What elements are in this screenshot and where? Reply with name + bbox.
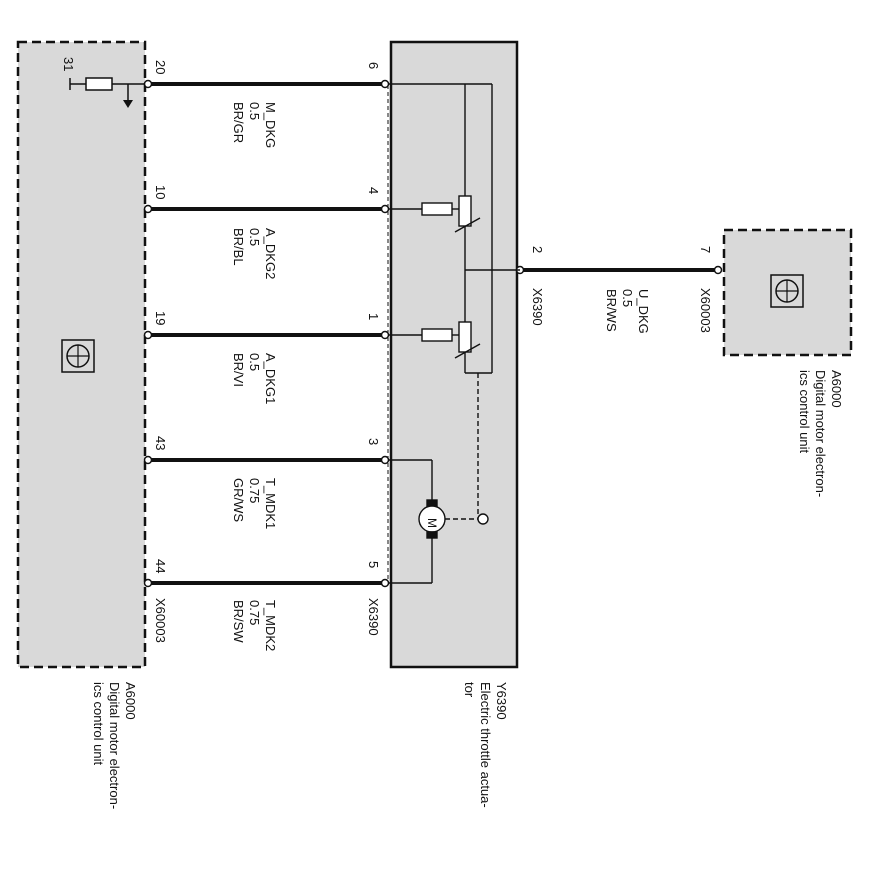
wire-color: GR/WS: [231, 478, 246, 522]
ecu-pin-label: 10: [153, 185, 168, 199]
actuator-pin-label: 3: [366, 438, 381, 445]
wire-color: BR/VI: [231, 353, 246, 387]
actuator-desc: Electric throttle actua-: [478, 682, 493, 808]
wire-name: T_MDK2: [263, 600, 278, 651]
wire-m-dkg: [143, 79, 390, 89]
wire-size: 0.5: [247, 102, 262, 120]
connector-label: X60003: [698, 288, 713, 333]
wire-color: BR/SW: [231, 600, 246, 643]
wire-a-dkg2: [143, 204, 390, 214]
wire-name: A_DKG2: [263, 228, 278, 279]
actuator-pin-label: 5: [366, 561, 381, 568]
wire-size: 0.5: [247, 353, 262, 371]
wire-name: T_MDK1: [263, 478, 278, 529]
ecu-logo-icon: [61, 339, 95, 373]
ecu-pin-label: 44: [153, 559, 168, 573]
ecu-pin-label: 43: [153, 436, 168, 450]
wire-color: BR/GR: [231, 102, 246, 143]
ecu-right-desc: Digital motor electron-: [813, 370, 828, 497]
ecu-left-id: A6000: [123, 682, 138, 720]
ecu-right-id: A6000: [829, 370, 844, 408]
wire-t-mdk1: [143, 455, 390, 465]
ecu-pin-label: 7: [698, 246, 713, 253]
wire-size: 0.5: [247, 228, 262, 246]
connector-label: X6390: [366, 598, 381, 636]
actuator-desc: tor: [462, 682, 477, 698]
wire-size: 0.75: [247, 478, 262, 503]
wire-a-dkg1: [143, 330, 390, 340]
ecu-left-desc: Digital motor electron-: [107, 682, 122, 809]
actuator-pin-label: 4: [366, 187, 381, 194]
motor-symbol-label: M: [425, 518, 439, 528]
ecu-pin-label: 20: [153, 60, 168, 74]
wire-t-mdk2: [143, 578, 390, 588]
actuator-box: [389, 40, 519, 669]
ground-pin-label: 31: [61, 57, 76, 71]
connector-label: X6390: [530, 288, 545, 326]
supply-wire-name: U_DKG: [636, 289, 651, 334]
motor-icon: [388, 373, 489, 584]
potentiometer-icon: [388, 321, 481, 359]
actuator-pin-label: 2: [530, 246, 545, 253]
wire-name: A_DKG1: [263, 353, 278, 404]
actuator-id: Y6390: [494, 682, 509, 720]
ecu-left-desc: ics control unit: [91, 682, 106, 765]
ecu-logo-icon: [770, 274, 804, 308]
ecu-right-desc: ics control unit: [797, 370, 812, 453]
ground-resistor-icon: [69, 77, 148, 108]
wire-color: BR/BL: [231, 228, 246, 266]
supply-wire-color: BR/WS: [604, 289, 619, 332]
actuator-pin-label: 6: [366, 62, 381, 69]
wire-u-dkg: [515, 265, 723, 275]
connector-label: X60003: [153, 598, 168, 643]
ecu-right-box: [722, 228, 853, 357]
ecu-pin-label: 19: [153, 311, 168, 325]
wire-name: M_DKG: [263, 102, 278, 148]
supply-wire-size: 0.5: [620, 289, 635, 307]
wire-size: 0.75: [247, 600, 262, 625]
potentiometer-icon: [388, 195, 481, 233]
actuator-pin-label: 1: [366, 313, 381, 320]
